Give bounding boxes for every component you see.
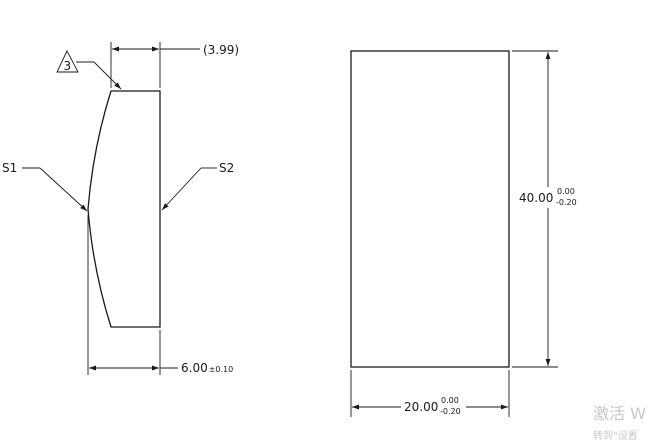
width-tolerance-upper: 0.00 [441,396,459,405]
note-triangle: 3 [56,49,122,90]
height-tolerance-lower: -0.20 [556,198,577,207]
activation-watermark: 激活 W 转到"设置 [593,404,646,441]
lens-profile [87,90,161,328]
thickness-dimension: 6.00±0.10 [87,215,233,375]
height-dimension: 40.00 0.00 -0.20 [512,50,577,368]
surface-s1-label: S1 [2,161,17,175]
height-tolerance-upper: 0.00 [557,187,575,196]
thickness-value: 6.00 [181,361,208,375]
note-number: 3 [64,59,72,73]
surface-s1-callout: S1 [2,161,88,212]
width-dimension-value: 20.00 [404,400,438,414]
watermark-line1: 激活 W [593,404,646,423]
top-dimension-label: (3.99) [203,43,239,57]
thickness-dimension-label: 6.00±0.10 [181,361,233,375]
thickness-tolerance: ±0.10 [209,365,234,374]
width-dimension: 20.00 0.00 -0.20 [350,370,510,417]
top-dimension: (3.99) [110,42,239,88]
height-dimension-value: 40.00 [519,191,553,205]
surface-s2-label: S2 [219,161,234,175]
surface-s2-callout: S2 [161,161,234,211]
lens-front-view: 40.00 0.00 -0.20 20.00 0.00 -0.20 [350,50,577,417]
lens-side-view: (3.99) 3 S1 S2 6.00±0.10 [2,42,239,375]
width-tolerance-lower: -0.20 [440,407,461,416]
watermark-line2: 转到"设置 [593,429,638,441]
lens-front-outline [350,50,510,368]
